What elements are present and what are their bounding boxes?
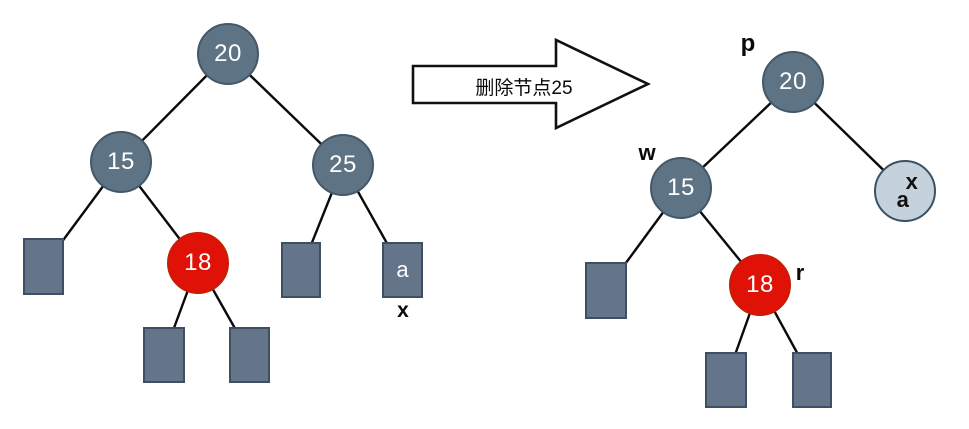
right-node-a-light: x a: [874, 160, 936, 222]
right-node-a-x-label: x: [905, 169, 919, 194]
left-nil-leaf-3: [229, 327, 270, 383]
right-nil-leaf-1: [585, 262, 627, 319]
right-node-18-red: 18: [729, 254, 791, 316]
right-label-p: p: [740, 30, 756, 57]
right-label-r: r: [795, 260, 805, 285]
right-node-a-a-label: a: [896, 187, 910, 212]
left-label-x: x: [397, 299, 409, 322]
transform-arrow: [411, 37, 652, 131]
right-node-15: 15: [650, 157, 712, 219]
arrow-label: 删除节点25: [475, 78, 573, 99]
left-node-18-red: 18: [167, 232, 229, 294]
left-leaf-a: a: [382, 242, 423, 298]
right-nil-leaf-2: [705, 352, 747, 408]
right-label-w: w: [638, 140, 656, 165]
left-node-25: 25: [312, 134, 374, 196]
left-nil-leaf-4: [281, 242, 321, 298]
left-node-20: 20: [197, 23, 259, 85]
left-nil-leaf-1: [23, 238, 64, 295]
left-nil-leaf-2: [143, 327, 185, 383]
right-nil-leaf-3: [792, 352, 832, 408]
left-node-15: 15: [90, 131, 152, 193]
right-node-20: 20: [762, 51, 824, 113]
